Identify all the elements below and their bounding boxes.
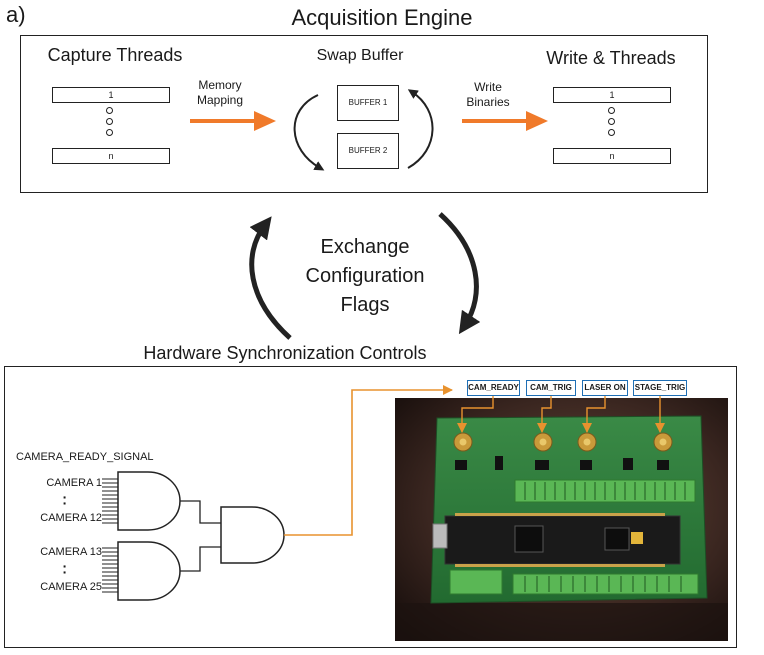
swap-buffer-header: Swap Buffer xyxy=(316,47,404,64)
ellipsis-dot xyxy=(608,118,615,125)
pcb-drawing xyxy=(395,398,728,641)
ellipsis-dot xyxy=(106,129,113,136)
camera-12-label: CAMERA 12 xyxy=(40,512,102,524)
tag-cam-trig: CAM_TRIG xyxy=(526,380,576,396)
memory-label-line1: Memory xyxy=(198,78,242,92)
write-label: Write Binaries xyxy=(453,80,523,110)
pcb-photo xyxy=(395,398,728,641)
vertical-ellipsis: ·· xyxy=(62,558,68,580)
write-threads-header: Write & Threads xyxy=(546,48,676,68)
exchange-line1: Exchange xyxy=(320,236,410,258)
ellipsis-dot xyxy=(106,118,113,125)
write-label-line2: Binaries xyxy=(466,95,510,109)
memory-label: Memory Mapping xyxy=(185,78,255,108)
ellipsis-dot xyxy=(608,129,615,136)
engine-title: Acquisition Engine xyxy=(291,5,473,30)
memory-label-line2: Mapping xyxy=(196,93,244,107)
tag-laser-on: LASER ON xyxy=(582,380,628,396)
signal-header: CAMERA_READY_SIGNAL xyxy=(16,451,154,463)
write-thread-last: n xyxy=(553,148,671,164)
buffer-1: BUFFER 1 xyxy=(337,85,399,121)
hardware-title: Hardware Synchronization Controls xyxy=(143,343,427,363)
exchange-line3: Flags xyxy=(340,294,390,316)
hardware-box xyxy=(4,366,737,648)
exchange-text: Exchange Configuration Flags xyxy=(270,233,460,320)
panel-label: a) xyxy=(6,2,26,27)
camera-25-label: CAMERA 25 xyxy=(40,581,102,593)
exchange-line2: Configuration xyxy=(305,265,425,287)
capture-thread-last: n xyxy=(52,148,170,164)
write-label-line1: Write xyxy=(474,80,502,94)
vertical-ellipsis: ·· xyxy=(62,489,68,511)
capture-thread-first: 1 xyxy=(52,87,170,103)
write-thread-first: 1 xyxy=(553,87,671,103)
buffer-2: BUFFER 2 xyxy=(337,133,399,169)
acquisition-engine-box xyxy=(20,35,708,193)
tag-cam-ready: CAM_READY xyxy=(467,380,520,396)
camera-13-label: CAMERA 13 xyxy=(40,546,102,558)
camera-1-label: CAMERA 1 xyxy=(46,477,102,489)
tag-stage-trig: STAGE_TRIG xyxy=(633,380,687,396)
ellipsis-dot xyxy=(106,107,113,114)
ellipsis-dot xyxy=(608,107,615,114)
capture-threads-header: Capture Threads xyxy=(47,45,183,65)
